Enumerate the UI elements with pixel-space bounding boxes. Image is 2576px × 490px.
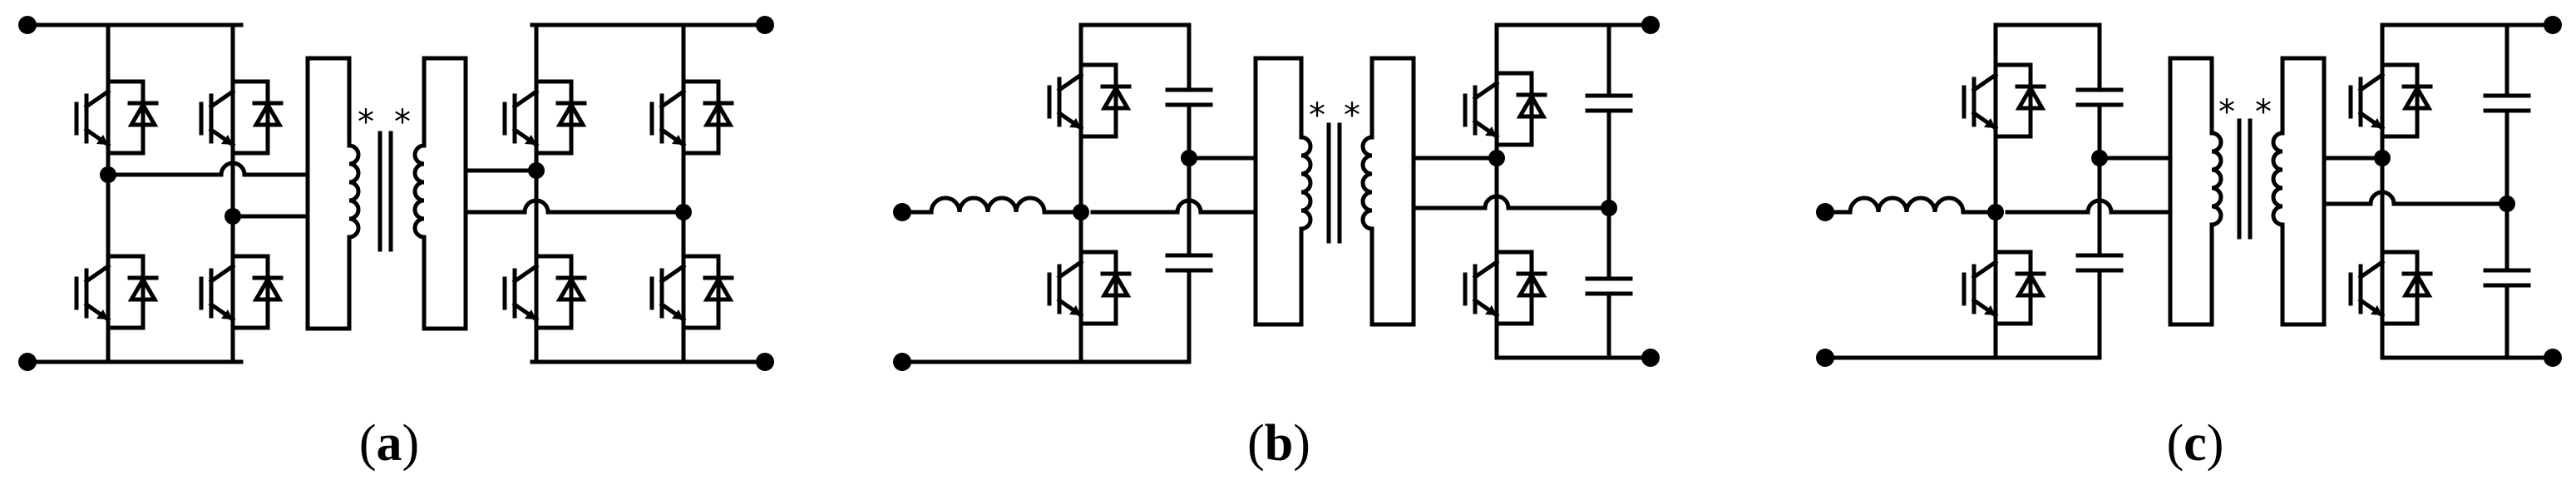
terminal-a-top-left [18,16,37,34]
capacitor-c2 [2078,255,2121,270]
capacitor-c3 [2485,96,2529,111]
dot-mark-secondary-c: * [2255,93,2272,131]
terminal-c-top-right [2544,16,2562,34]
terminal-a-bottom-right [756,353,774,371]
capacitor-c1 [2078,90,2121,105]
igbt-b4 [1465,237,1545,329]
caption-a: (a) [359,415,419,472]
transformer-primary-b [1301,137,1310,229]
transformer-primary-c [2212,133,2221,225]
circuit-panel-a: * * [18,16,774,371]
igbt-c2 [1964,237,2044,329]
caption-c-letter: c [2184,415,2207,472]
igbt-b2 [1049,237,1129,329]
terminal-c-bottom-right [2544,349,2562,367]
caption-c: (c) [2167,415,2224,472]
dot-mark-secondary-a: * [394,103,411,141]
capacitor-c4 [2485,270,2529,285]
igbt-c1 [1964,50,2044,141]
input-inductor-c [1850,198,1963,212]
terminal-b-bottom-right [1641,349,1660,367]
caption-a-letter: a [377,415,402,472]
igbt-c3 [2351,50,2430,141]
igbt-a7 [505,241,585,333]
capacitor-b4 [1587,279,1631,294]
input-inductor-b [931,198,1044,212]
caption-b-open: ( [1247,415,1265,472]
igbt-a2 [201,67,281,158]
igbt-a5 [505,67,585,158]
capacitor-b2 [1167,255,1211,270]
transformer-primary-a [349,146,358,237]
dot-mark-primary-c: * [2218,93,2235,131]
circuit-panel-c: * * [1816,16,2562,367]
igbt-a8 [652,241,732,333]
circuit-panel-b: * * [893,16,1660,371]
caption-a-close: ) [402,415,420,472]
terminal-a-top-right [756,16,774,34]
dot-mark-primary-a: * [358,103,374,141]
transformer-secondary-a [415,146,424,237]
dot-mark-primary-b: * [1309,97,1325,135]
transformer-secondary-c [2273,133,2282,225]
igbt-a3 [76,241,156,333]
transformer-secondary-b [1363,137,1372,229]
capacitor-b3 [1587,96,1631,111]
caption-b: (b) [1247,415,1310,472]
terminal-b-top-right [1641,16,1660,34]
caption-c-open: ( [2167,415,2184,472]
igbt-a1 [76,67,156,158]
igbt-b3 [1465,58,1545,150]
caption-b-close: ) [1293,415,1310,472]
terminal-a-bottom-left [18,353,37,371]
igbt-b1 [1049,50,1129,141]
igbt-c4 [2351,237,2430,329]
caption-b-letter: b [1265,415,1293,472]
capacitor-b1 [1167,90,1211,105]
caption-c-close: ) [2207,415,2224,472]
caption-a-open: ( [359,415,377,472]
igbt-a4 [201,241,281,333]
igbt-a6 [652,67,732,158]
dot-mark-secondary-b: * [1344,97,1360,135]
